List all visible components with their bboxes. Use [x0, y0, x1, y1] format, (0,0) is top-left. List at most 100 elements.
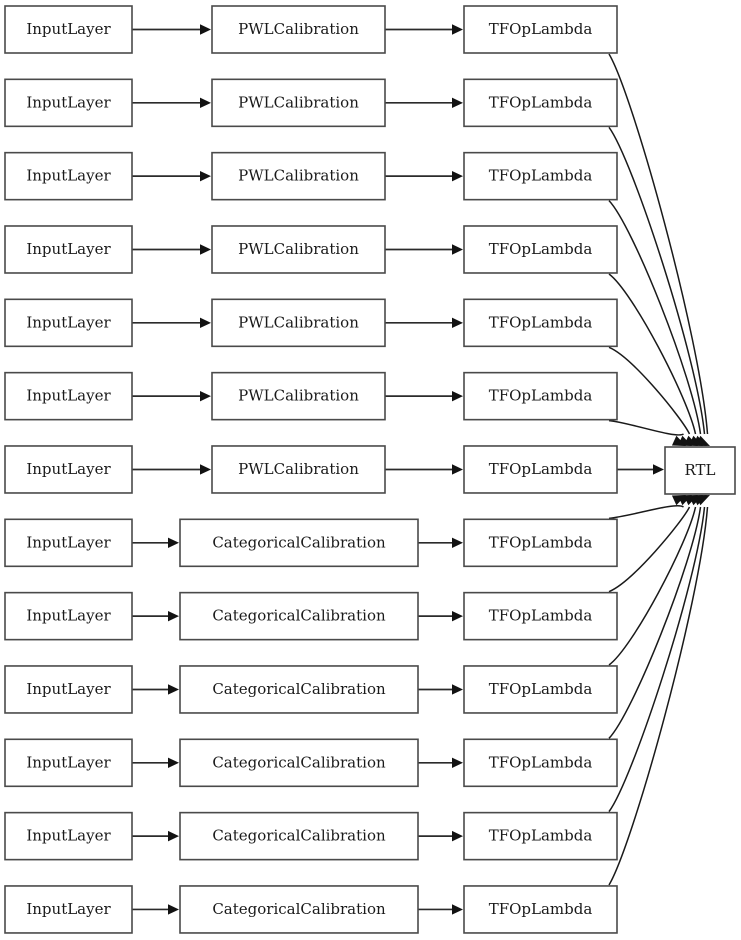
edge-calibration-to-lambda-7-head — [452, 464, 463, 475]
edge-calibration-to-lambda-11-head — [452, 757, 463, 768]
edge-lambda-2-to-rtl — [608, 126, 706, 435]
node-calibration-8-rect — [179, 518, 419, 568]
node-tfoplambda-9: TFOpLambda — [463, 591, 618, 641]
edge-input-to-calibration-12-head — [168, 830, 179, 842]
edge-input-to-calibration-12 — [132, 830, 179, 842]
node-tfoplambda-4: TFOpLambda — [463, 225, 618, 274]
node-input-layer-4-rect — [4, 225, 133, 274]
node-input-layer-label-1: InputLayer — [26, 20, 111, 38]
edge-input-to-calibration-7 — [132, 464, 211, 475]
node-calibration-label-8: CategoricalCalibration — [212, 533, 386, 551]
node-input-layer-4: InputLayer — [4, 225, 133, 274]
node-rtl-label: RTL — [685, 461, 716, 479]
edge-lambda-3-to-rtl — [608, 200, 702, 435]
node-input-layer-12-rect — [4, 811, 133, 861]
edge-input-to-calibration-4-head — [200, 244, 211, 255]
node-tfoplambda-13: TFOpLambda — [463, 885, 618, 934]
edge-input-to-calibration-7-head — [200, 464, 211, 475]
edge-lambda-9-to-rtl — [608, 506, 691, 593]
edge-calibration-to-lambda-6-head — [452, 390, 463, 402]
node-calibration-label-13: CategoricalCalibration — [212, 900, 386, 918]
node-tfoplambda-label-12: TFOpLambda — [489, 827, 593, 845]
edge-calibration-to-lambda-4 — [385, 244, 463, 255]
node-input-layer-10-rect — [4, 665, 133, 714]
edge-lambda-8-to-rtl — [608, 505, 684, 520]
node-input-layer-label-5: InputLayer — [26, 313, 111, 331]
edge-input-to-calibration-9-head — [168, 610, 179, 622]
node-tfoplambda-10: TFOpLambda — [463, 665, 618, 714]
edge-lambda-6-to-rtl — [608, 419, 684, 436]
edge-calibration-to-lambda-9-head — [452, 610, 463, 622]
node-tfoplambda-11-rect — [463, 738, 618, 788]
node-input-layer-label-7: InputLayer — [26, 460, 111, 478]
node-input-layer-2: InputLayer — [4, 78, 133, 128]
edge-calibration-to-lambda-9 — [418, 610, 463, 622]
node-input-layer-12: InputLayer — [4, 811, 133, 861]
node-calibration-5-rect — [211, 298, 386, 348]
node-tfoplambda-8-rect — [463, 518, 618, 568]
edge-calibration-to-lambda-6 — [385, 390, 463, 402]
edge-input-to-calibration-13 — [132, 904, 179, 915]
edge-input-to-calibration-11-head — [168, 757, 179, 768]
node-tfoplambda-label-11: TFOpLambda — [489, 753, 593, 771]
edge-input-to-calibration-1-head — [200, 24, 211, 35]
node-input-layer-1: InputLayer — [4, 5, 133, 54]
node-input-layer-9: InputLayer — [4, 591, 133, 641]
node-tfoplambda-1: TFOpLambda — [463, 5, 618, 54]
node-calibration-11-rect — [179, 738, 419, 788]
node-tfoplambda-label-9: TFOpLambda — [489, 607, 593, 625]
node-input-layer-11: InputLayer — [4, 738, 133, 788]
node-calibration-2-rect — [211, 78, 386, 128]
node-tfoplambda-3: TFOpLambda — [463, 151, 618, 201]
node-input-layer-9-rect — [4, 591, 133, 641]
node-rtl-rect — [664, 446, 736, 495]
node-tfoplambda-3-rect — [463, 151, 618, 201]
edge-input-to-calibration-8 — [132, 537, 179, 549]
node-tfoplambda-8: TFOpLambda — [463, 518, 618, 568]
node-input-layer-label-12: InputLayer — [26, 827, 111, 845]
node-calibration-5: PWLCalibration — [211, 298, 386, 348]
node-input-layer-label-11: InputLayer — [26, 753, 111, 771]
node-calibration-label-12: CategoricalCalibration — [212, 827, 386, 845]
node-calibration-4-rect — [211, 225, 386, 274]
edge-arrowhead-lambda-13 — [695, 495, 710, 506]
edge-calibration-to-lambda-1 — [385, 24, 463, 35]
edge-lambda-1-to-rtl — [608, 53, 709, 435]
node-tfoplambda-12-rect — [463, 811, 618, 861]
node-calibration-13-rect — [179, 885, 419, 934]
edge-input-to-calibration-9 — [132, 610, 179, 622]
edge-calibration-to-lambda-4-head — [452, 244, 463, 255]
node-calibration-6-rect — [211, 371, 386, 421]
edge-input-to-calibration-1 — [132, 24, 211, 35]
node-calibration-6: PWLCalibration — [211, 371, 386, 421]
node-input-layer-label-3: InputLayer — [26, 167, 111, 185]
edge-lambda-4-to-rtl — [608, 273, 697, 435]
node-input-layer-label-2: InputLayer — [26, 93, 111, 111]
node-tfoplambda-label-1: TFOpLambda — [489, 20, 593, 38]
edge-arrowhead-lambda-6 — [671, 435, 686, 446]
node-calibration-11: CategoricalCalibration — [179, 738, 419, 788]
node-calibration-4: PWLCalibration — [211, 225, 386, 274]
node-input-layer-6-rect — [4, 371, 133, 421]
node-calibration-10: CategoricalCalibration — [179, 665, 419, 714]
node-tfoplambda-11: TFOpLambda — [463, 738, 618, 788]
edge-input-to-calibration-3-head — [200, 170, 211, 182]
node-tfoplambda-label-5: TFOpLambda — [489, 313, 593, 331]
node-tfoplambda-12: TFOpLambda — [463, 811, 618, 861]
node-input-layer-3: InputLayer — [4, 151, 133, 201]
edge-calibration-to-lambda-5 — [385, 317, 463, 329]
node-tfoplambda-9-rect — [463, 591, 618, 641]
edge-calibration-to-lambda-10-head — [452, 684, 463, 695]
node-calibration-12-rect — [179, 811, 419, 861]
node-tfoplambda-4-rect — [463, 225, 618, 274]
edge-input-to-calibration-5-head — [200, 317, 211, 329]
edge-input-to-calibration-13-head — [168, 904, 179, 915]
node-calibration-12: CategoricalCalibration — [179, 811, 419, 861]
node-tfoplambda-10-rect — [463, 665, 618, 714]
node-tfoplambda-label-3: TFOpLambda — [489, 167, 593, 185]
edge-lambda-7-to-rtl-head — [653, 464, 664, 475]
node-tfoplambda-5-rect — [463, 298, 618, 348]
node-calibration-1: PWLCalibration — [211, 5, 386, 54]
edge-calibration-to-lambda-5-head — [452, 317, 463, 329]
